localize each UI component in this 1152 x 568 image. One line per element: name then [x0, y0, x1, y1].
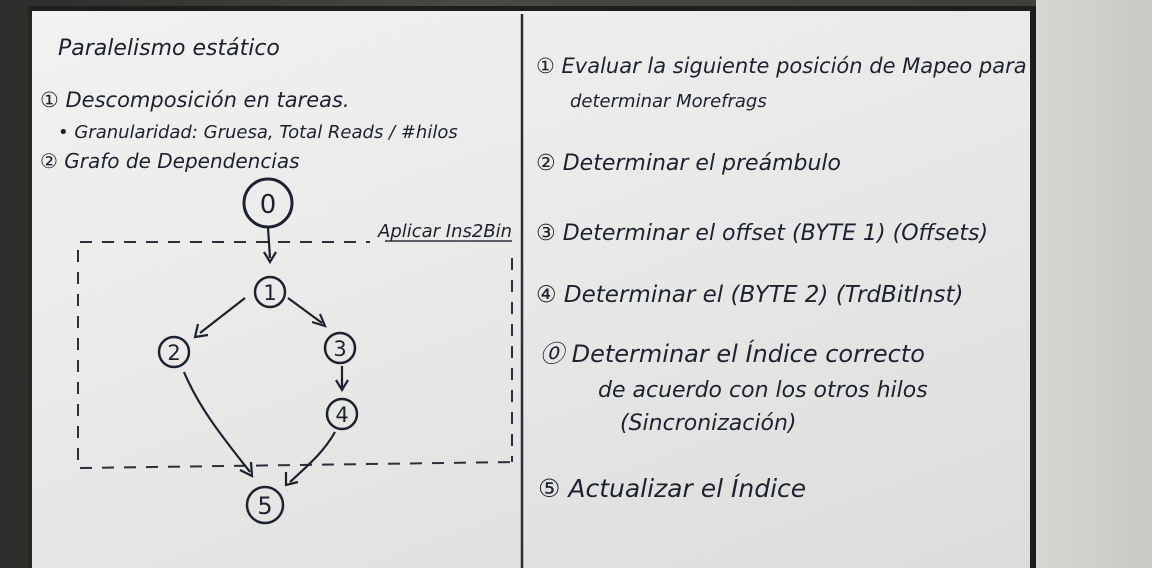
arrowhead-2-5 [239, 461, 254, 478]
svg-text:4: 4 [335, 403, 348, 427]
wall-right [1036, 0, 1152, 568]
node-4: 4 [325, 397, 359, 431]
right-step1-line1: ① Evaluar la siguiente posición de Mapeo… [536, 54, 1027, 78]
node-1: 1 [253, 275, 287, 309]
arrowhead-3-4 [335, 379, 349, 393]
step2-text: ② Grafo de Dependencias [40, 149, 300, 173]
right-step4: ④ Determinar el (BYTE 2) (TrdBitInst) [536, 282, 964, 308]
right-step3: ③ Determinar el offset (BYTE 1) (Offsets… [536, 221, 988, 246]
right-step5: ⑤ Actualizar el Índice [538, 474, 806, 503]
right-step0-line2: de acuerdo con los otros hilos [598, 378, 928, 403]
whiteboard [28, 6, 1036, 568]
title-text: Paralelismo estático [58, 36, 280, 61]
svg-text:1: 1 [263, 281, 276, 305]
right-step0-line3: (Sincronización) [620, 411, 796, 436]
right-step0-line1: ⓪ Determinar el Índice correcto [540, 339, 925, 368]
svg-text:2: 2 [167, 341, 180, 365]
arrowhead-0-1 [263, 251, 277, 265]
step1-text: ① Descomposición en tareas. [40, 88, 350, 112]
arrowhead-4-5 [284, 472, 299, 487]
edge-4-5 [289, 431, 336, 483]
node-0: 0 [242, 177, 294, 229]
edge-1-3 [287, 297, 323, 324]
edge-0-1 [266, 227, 272, 259]
svg-text:5: 5 [257, 492, 272, 520]
edge-2-5 [182, 371, 251, 473]
edge-1-2 [199, 297, 246, 334]
apply-label: Aplicar Ins2Bin [377, 221, 512, 242]
node-3: 3 [323, 331, 357, 365]
svg-text:0: 0 [260, 190, 277, 220]
svg-text:3: 3 [333, 337, 346, 361]
right-step1-line2: determinar Morefrags [570, 91, 767, 112]
dashed-region [77, 241, 516, 469]
granularity-text: • Granularidad: Gruesa, Total Reads / #h… [58, 122, 458, 143]
graph-edges [182, 227, 349, 487]
right-step2: ② Determinar el preámbulo [536, 151, 841, 176]
arrowhead-1-2 [193, 323, 209, 339]
arrowhead-1-3 [311, 313, 327, 328]
node-2: 2 [157, 335, 191, 369]
node-5: 5 [245, 485, 285, 525]
